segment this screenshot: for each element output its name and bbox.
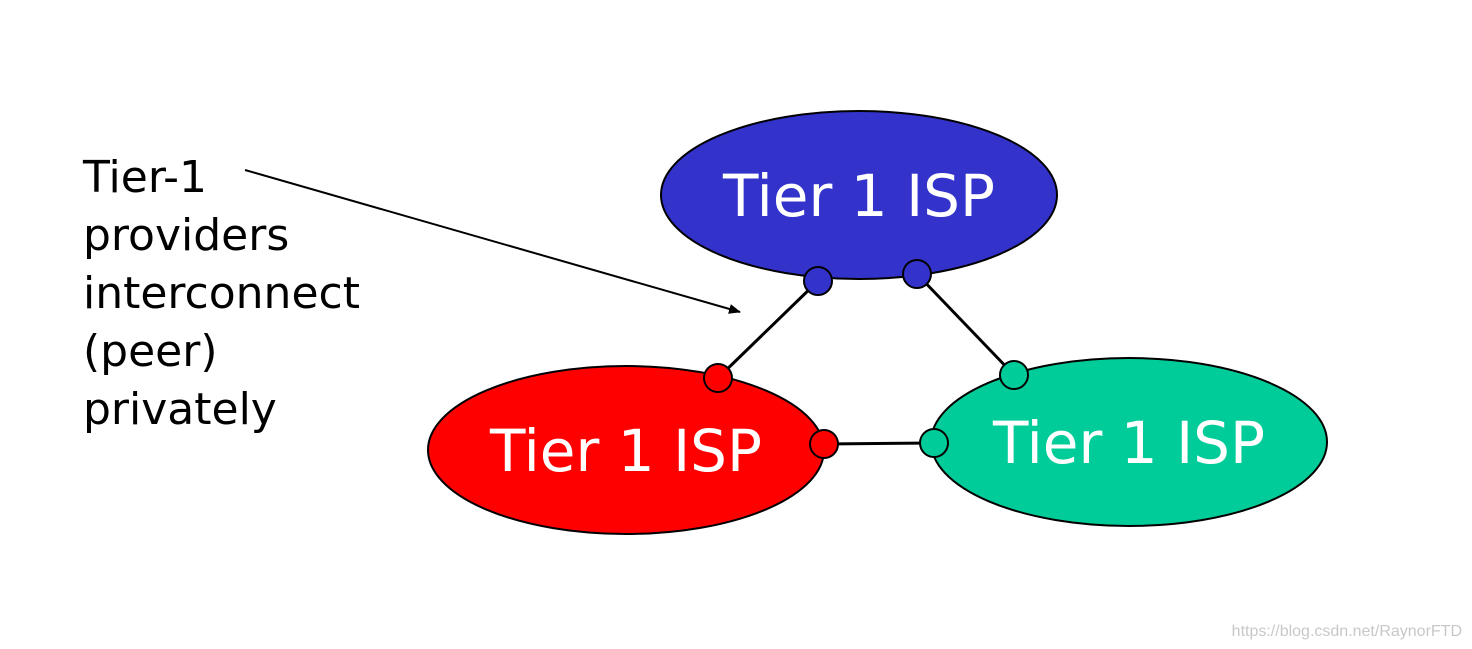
caption-line-1: Tier-1 <box>82 152 207 203</box>
caption-line-2: providers <box>83 210 289 261</box>
isp-label-top: Tier 1 ISP <box>722 162 995 230</box>
caption-line-4: (peer) <box>83 326 218 377</box>
peering-port-left-2 <box>809 429 839 459</box>
peering-link-top-left <box>716 279 820 380</box>
peering-port-top-1 <box>803 266 833 296</box>
peering-port-top-2 <box>902 259 932 289</box>
caption-line-5: privately <box>83 384 277 435</box>
peering-port-left-1 <box>703 363 733 393</box>
annotation-arrow <box>244 169 741 314</box>
peering-link-left-right <box>823 441 935 446</box>
isp-label-left: Tier 1 ISP <box>489 417 762 485</box>
caption-line-3: interconnect <box>83 268 360 319</box>
isp-ellipse-top <box>660 110 1058 280</box>
peering-link-top-right <box>915 272 1016 377</box>
isp-node-right: Tier 1 ISP <box>930 357 1328 527</box>
caption: Tier-1 providers interconnect (peer) pri… <box>82 152 360 435</box>
peering-port-right-1 <box>999 360 1029 390</box>
watermark: https://blog.csdn.net/RaynorFTD <box>1231 623 1462 640</box>
isp-node-top: Tier 1 ISP <box>660 110 1058 280</box>
peering-port-right-2 <box>919 428 949 458</box>
isp-label-right: Tier 1 ISP <box>992 409 1265 477</box>
isp-node-left: Tier 1 ISP <box>427 365 825 535</box>
